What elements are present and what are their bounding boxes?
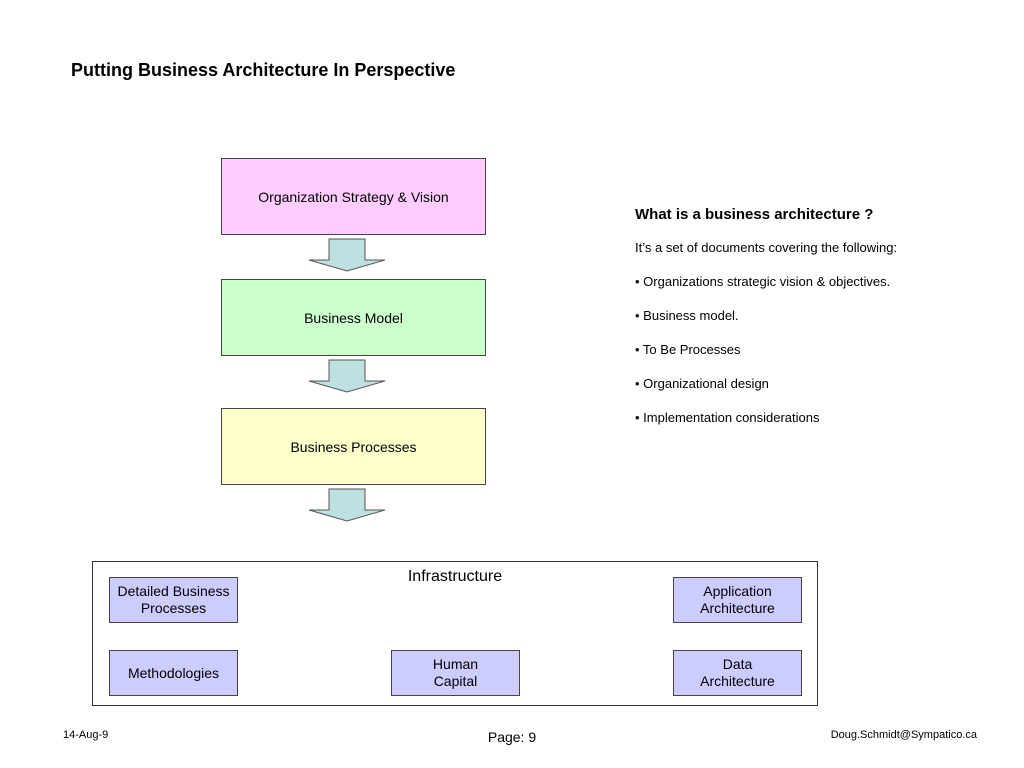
infrastructure-title: Infrastructure	[407, 568, 503, 585]
down-arrow-icon	[308, 488, 386, 522]
info-bullet: • To Be Processes	[635, 342, 741, 357]
info-bullet: • Organizational design	[635, 376, 769, 391]
methodologies-box: Methodologies	[109, 650, 238, 696]
human-capital-box: Human Capital	[391, 650, 520, 696]
infrastructure-container: Infrastructure Detailed Business Process…	[92, 561, 818, 706]
footer-email: Doug.Schmidt@Sympatico.ca	[830, 729, 977, 741]
info-intro: It’s a set of documents covering the fol…	[635, 240, 898, 255]
info-bullet: • Implementation considerations	[635, 410, 820, 425]
organization-strategy-vision-box: Organization Strategy & Vision	[221, 158, 486, 235]
info-heading: What is a business architecture ?	[635, 206, 874, 223]
business-processes-box: Business Processes	[221, 408, 486, 485]
info-panel: What is a business architecture ? It’s a…	[635, 206, 995, 444]
page-title: Putting Business Architecture In Perspec…	[71, 60, 456, 80]
footer-date: 14-Aug-9	[63, 729, 109, 741]
down-arrow-icon	[308, 359, 386, 393]
detailed-business-processes-box: Detailed Business Processes	[109, 577, 238, 623]
info-bullet: • Business model.	[635, 308, 739, 323]
info-bullet: • Organizations strategic vision & objec…	[635, 274, 891, 289]
footer-page-number: Page: 9	[487, 729, 537, 745]
data-architecture-box: Data Architecture	[673, 650, 802, 696]
business-model-box: Business Model	[221, 279, 486, 356]
application-architecture-box: Application Architecture	[673, 577, 802, 623]
down-arrow-icon	[308, 238, 386, 272]
